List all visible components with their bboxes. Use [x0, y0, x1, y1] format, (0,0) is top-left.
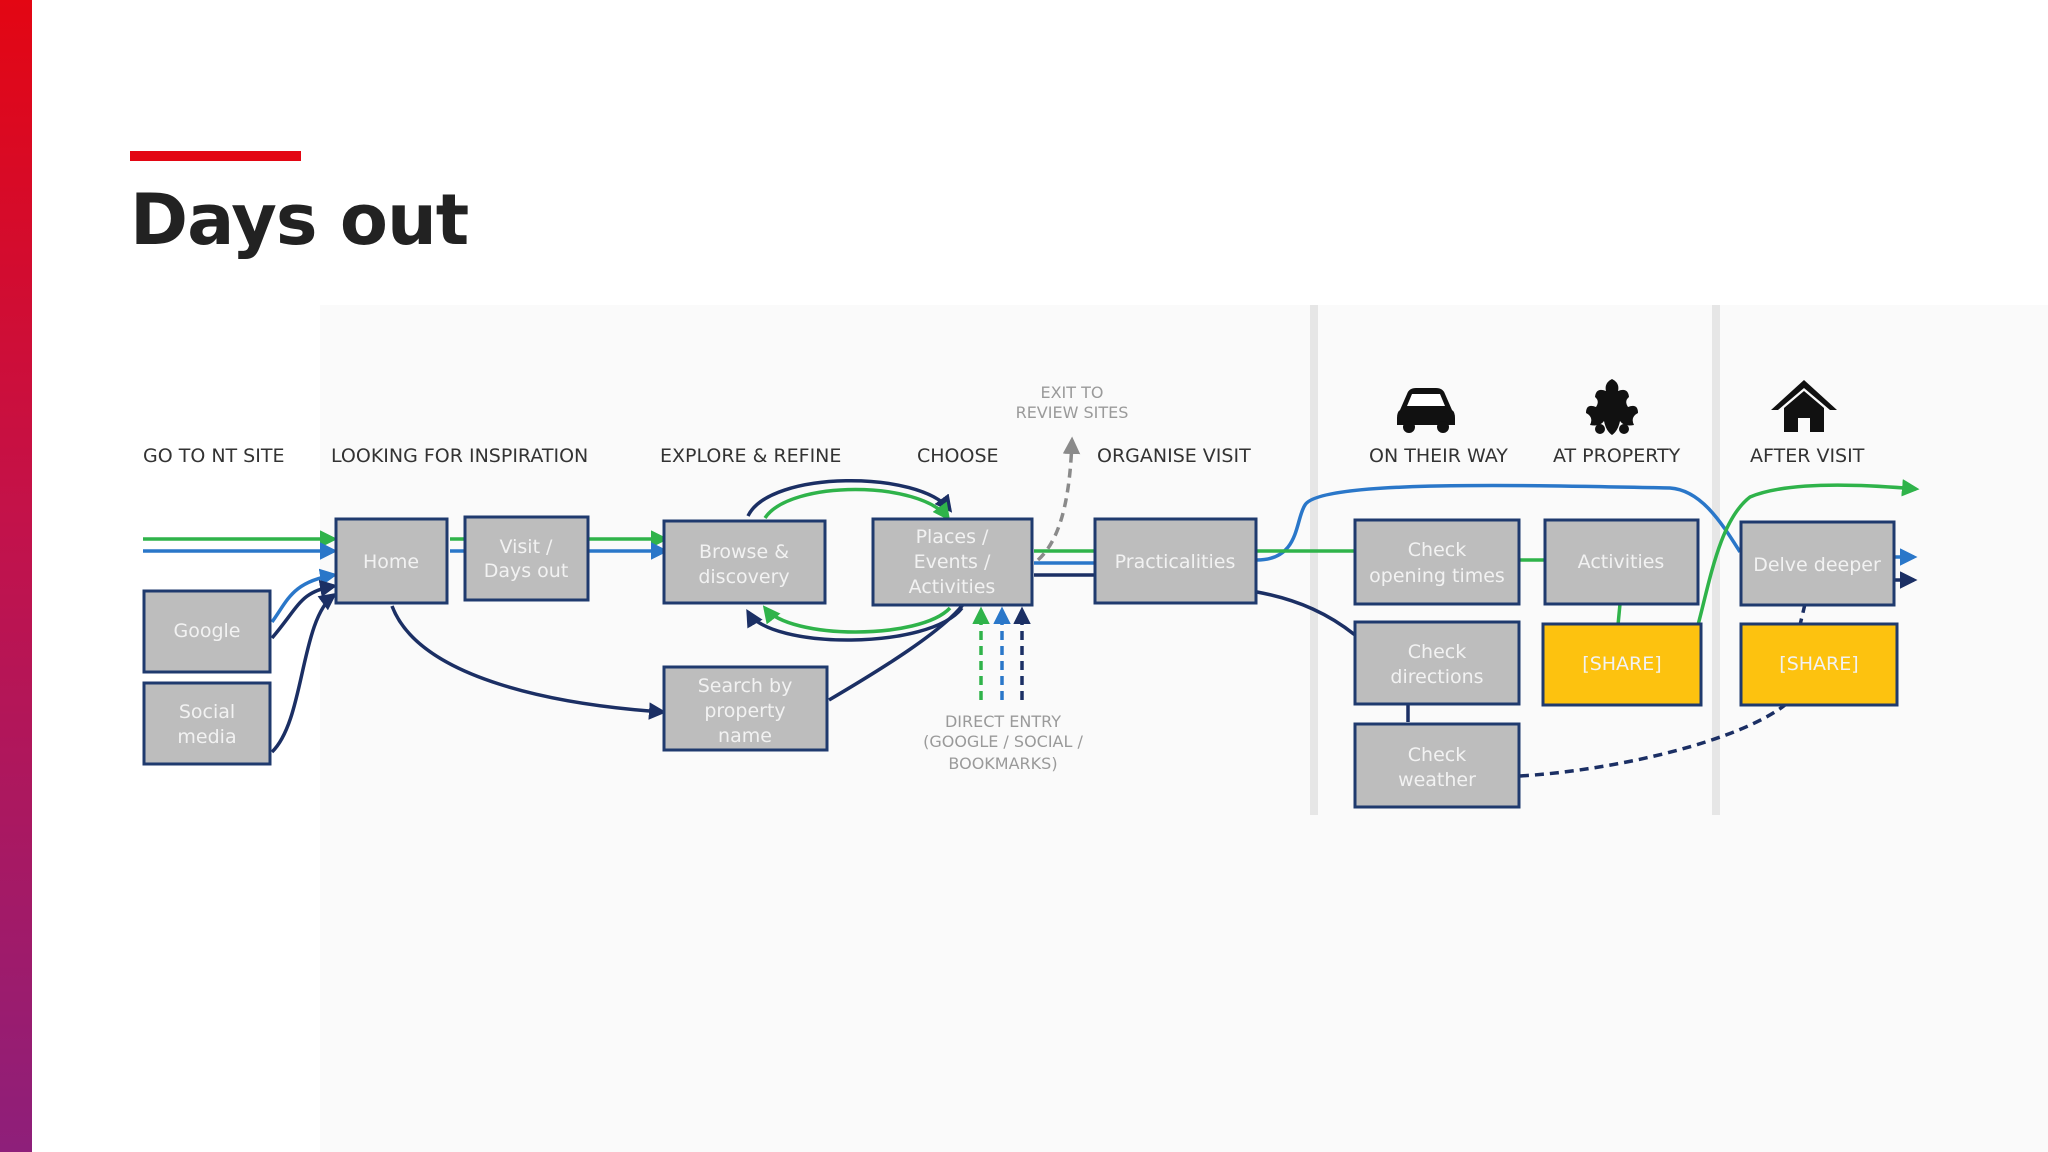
box-delve-deeper: Delve deeper: [1739, 520, 1896, 607]
box-home: Home: [334, 517, 449, 605]
svg-text:name: name: [718, 725, 772, 747]
svg-text:DIRECT ENTRY: DIRECT ENTRY: [945, 712, 1061, 731]
svg-text:Check: Check: [1408, 641, 1466, 663]
note-exit-to-review: EXIT TO REVIEW SITES: [1016, 383, 1129, 422]
box-share-property: [SHARE]: [1541, 622, 1703, 707]
stage-label-at-property: AT PROPERTY: [1553, 445, 1681, 467]
side-accent-bar: [0, 0, 32, 1152]
box-google: Google: [142, 589, 272, 674]
box-search-by-property: Search by property name: [662, 665, 829, 752]
practicalities-to-directions-navy: [1256, 590, 1357, 637]
svg-text:EXIT TO: EXIT TO: [1040, 383, 1103, 402]
svg-text:Check: Check: [1408, 539, 1466, 561]
box-social-media: Social media: [142, 681, 272, 766]
svg-text:weather: weather: [1398, 769, 1476, 791]
svg-text:[SHARE]: [SHARE]: [1582, 653, 1661, 675]
box-share-after-visit: [SHARE]: [1739, 622, 1899, 707]
diagram-panel: [320, 305, 2048, 1152]
svg-text:Days out: Days out: [484, 560, 569, 582]
box-browse-discovery: Browse & discovery: [662, 519, 827, 605]
stage-label-after-visit: AFTER VISIT: [1750, 445, 1865, 467]
box-check-directions: Check directions: [1353, 620, 1521, 706]
stage-label-on-way: ON THEIR WAY: [1369, 445, 1508, 467]
svg-text:opening times: opening times: [1369, 565, 1505, 587]
stage-label-choose: CHOOSE: [917, 445, 999, 467]
svg-text:Browse &: Browse &: [699, 541, 789, 563]
share-to-exit-green: [1696, 479, 1920, 626]
svg-text:Events /: Events /: [914, 551, 991, 573]
svg-text:Activities: Activities: [909, 576, 996, 598]
svg-text:Visit /: Visit /: [500, 536, 554, 558]
svg-text:media: media: [177, 726, 236, 748]
car-icon: [1397, 388, 1455, 433]
stage-divider-left: [1310, 305, 1318, 815]
places-to-browse-loop-green: [762, 605, 952, 634]
svg-text:Google: Google: [173, 620, 240, 642]
svg-text:discovery: discovery: [698, 566, 789, 588]
house-icon: [1771, 380, 1837, 432]
delve-to-share-dashed: [1798, 603, 1807, 626]
stage-label-organise: ORGANISE VISIT: [1097, 445, 1251, 467]
svg-text:Social: Social: [179, 701, 235, 723]
stage-label-inspiration: LOOKING FOR INSPIRATION: [331, 445, 588, 467]
svg-text:REVIEW SITES: REVIEW SITES: [1016, 403, 1129, 422]
exit-to-review-flow: [1036, 436, 1081, 562]
svg-text:property: property: [704, 700, 785, 722]
page-title: Days out: [130, 179, 469, 261]
title-accent-rule: [130, 151, 301, 161]
box-visit-days-out: Visit / Days out: [463, 515, 590, 602]
svg-text:(GOOGLE / SOCIAL /: (GOOGLE / SOCIAL /: [923, 732, 1083, 751]
browse-to-places-loop-green: [763, 487, 951, 521]
stage-label-go-to-site: GO TO NT SITE: [143, 445, 284, 467]
google-to-home-flow: [270, 568, 338, 624]
svg-text:[SHARE]: [SHARE]: [1779, 653, 1858, 675]
box-check-opening-times: Check opening times: [1353, 518, 1521, 606]
svg-text:BOOKMARKS): BOOKMARKS): [948, 754, 1057, 773]
box-activities: Activities: [1543, 518, 1700, 606]
oak-leaf-icon: [1586, 379, 1638, 435]
home-to-search-flow: [390, 605, 667, 720]
note-direct-entry: DIRECT ENTRY (GOOGLE / SOCIAL / BOOKMARK…: [923, 712, 1083, 773]
box-places-events-activities: Places / Events / Activities: [871, 517, 1034, 607]
svg-text:Delve deeper: Delve deeper: [1753, 554, 1881, 576]
social-to-home-flow: [270, 592, 337, 754]
svg-text:Home: Home: [363, 551, 419, 573]
svg-text:Activities: Activities: [1578, 551, 1665, 573]
search-to-places-flow: [828, 600, 967, 702]
google-to-home-flow-navy: [270, 579, 338, 640]
stage-label-explore: EXPLORE & REFINE: [660, 445, 841, 467]
browse-to-places-loop-navy: [746, 479, 953, 517]
svg-text:directions: directions: [1390, 666, 1483, 688]
svg-text:Places /: Places /: [916, 526, 989, 548]
box-check-weather: Check weather: [1353, 722, 1521, 809]
activities-to-share-green: [1616, 603, 1622, 626]
practicalities-to-delve-blue: [1256, 483, 1742, 562]
svg-text:Practicalities: Practicalities: [1115, 551, 1236, 573]
weather-to-share-dashed: [1519, 703, 1787, 778]
box-practicalities: Practicalities: [1093, 517, 1258, 605]
svg-text:Check: Check: [1408, 744, 1466, 766]
svg-text:Search by: Search by: [698, 675, 793, 697]
